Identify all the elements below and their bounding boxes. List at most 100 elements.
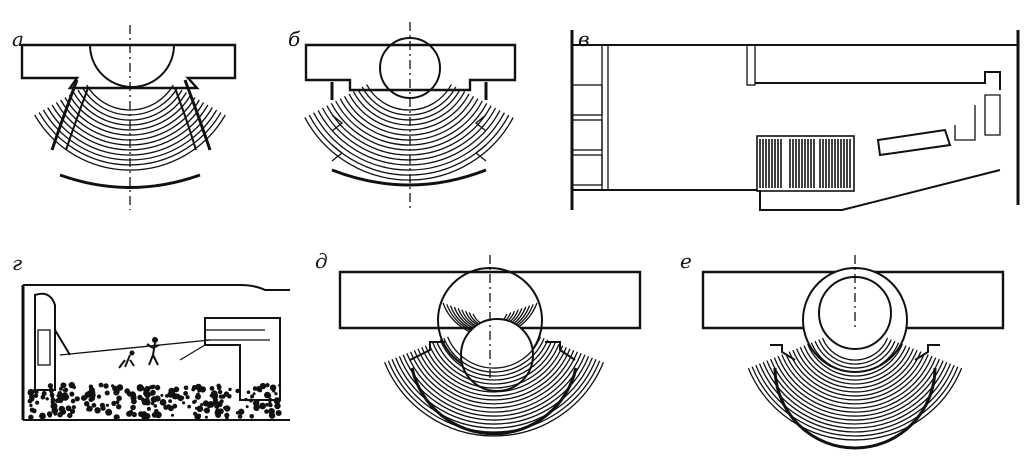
panel-e: е <box>680 249 1005 450</box>
audience-head <box>89 387 95 393</box>
audience-head <box>69 408 76 414</box>
audience-head <box>195 393 201 400</box>
audience-head <box>209 394 213 398</box>
audience-head <box>92 403 96 408</box>
audience-head <box>159 399 167 406</box>
audience-head <box>259 402 266 410</box>
seat-row <box>402 354 586 417</box>
audience-head <box>60 382 67 389</box>
seat-row <box>788 351 922 397</box>
seat-row <box>352 91 466 126</box>
audience-head <box>168 399 173 403</box>
seat-row <box>810 342 900 373</box>
seat-row <box>34 114 226 171</box>
seat-row <box>432 342 556 385</box>
audience-head <box>104 390 110 396</box>
hall-wall-left <box>50 79 79 151</box>
seat-row <box>821 337 889 361</box>
panel-a: а <box>12 25 237 210</box>
side-niche <box>474 144 487 162</box>
seating-block <box>756 135 855 192</box>
figure-person <box>146 342 160 366</box>
ceiling-outline <box>23 284 290 291</box>
seat-row <box>366 84 452 111</box>
seating-rows <box>747 337 963 441</box>
audience-head <box>113 414 120 421</box>
audience-head <box>207 401 215 408</box>
panel-label-d: д <box>315 249 328 273</box>
seat-row <box>321 107 497 161</box>
seat-row <box>413 349 575 405</box>
audience-head <box>131 411 137 418</box>
seat-row <box>391 358 597 429</box>
audience-head <box>252 400 258 406</box>
seat-row <box>792 349 918 393</box>
seat-row <box>406 352 582 413</box>
audience-head <box>275 410 282 416</box>
seat-row <box>308 114 510 176</box>
seat-row <box>439 339 549 377</box>
audience-head <box>219 399 224 404</box>
audience-head <box>116 395 122 402</box>
audience-head <box>40 394 46 400</box>
audience-head <box>87 406 93 412</box>
seat-row <box>762 361 948 425</box>
seat-row <box>335 100 483 146</box>
audience-head <box>269 384 277 391</box>
audience-head <box>146 406 151 411</box>
seat-row <box>443 337 545 373</box>
audience-head <box>50 394 54 399</box>
audience-head <box>228 387 232 392</box>
seat-row <box>773 357 937 413</box>
side-niche <box>331 144 344 162</box>
audience-head <box>197 413 202 418</box>
audience-head <box>265 402 270 407</box>
hall-outline <box>410 367 578 436</box>
audience-head <box>34 390 39 394</box>
audience-head <box>187 404 192 409</box>
audience-head <box>72 385 76 390</box>
audience-head <box>74 396 80 402</box>
seat-row <box>387 360 601 433</box>
seat-row <box>769 358 941 417</box>
audience-head <box>41 391 47 396</box>
audience-head <box>264 409 269 414</box>
audience-head <box>138 411 144 417</box>
seat-row <box>348 93 470 131</box>
seat-row <box>807 343 903 377</box>
forestage-arc <box>89 44 175 88</box>
audience-head <box>278 384 282 387</box>
audience-head <box>225 416 229 420</box>
audience-head <box>196 405 204 413</box>
audience-head <box>249 414 254 419</box>
seat-row <box>51 104 209 151</box>
seat-row <box>304 117 514 181</box>
rear-wall <box>59 173 201 189</box>
audience-head <box>47 413 52 418</box>
stage-box <box>20 43 237 90</box>
seat-row <box>781 354 929 405</box>
seat-row <box>766 360 944 421</box>
balcony <box>954 94 1001 141</box>
audience-head <box>185 395 190 400</box>
seat-row <box>777 355 933 409</box>
audience-head <box>150 392 154 396</box>
audience-head <box>128 409 134 415</box>
audience-head <box>244 397 248 402</box>
audience-head <box>136 384 144 391</box>
seat-row <box>383 361 605 437</box>
audience-head <box>216 386 222 391</box>
audience-head <box>149 385 153 389</box>
audience-head <box>274 392 278 396</box>
audience-head <box>163 404 169 410</box>
seat-row <box>784 352 926 401</box>
audience-head <box>130 404 136 411</box>
panel-label-e: е <box>680 249 692 273</box>
seat-row <box>747 367 963 441</box>
audience-head <box>94 407 101 414</box>
seat-row <box>818 339 892 365</box>
audience-head <box>126 391 133 397</box>
figure-head <box>152 337 158 343</box>
audience-head <box>111 400 117 406</box>
audience <box>27 381 282 421</box>
